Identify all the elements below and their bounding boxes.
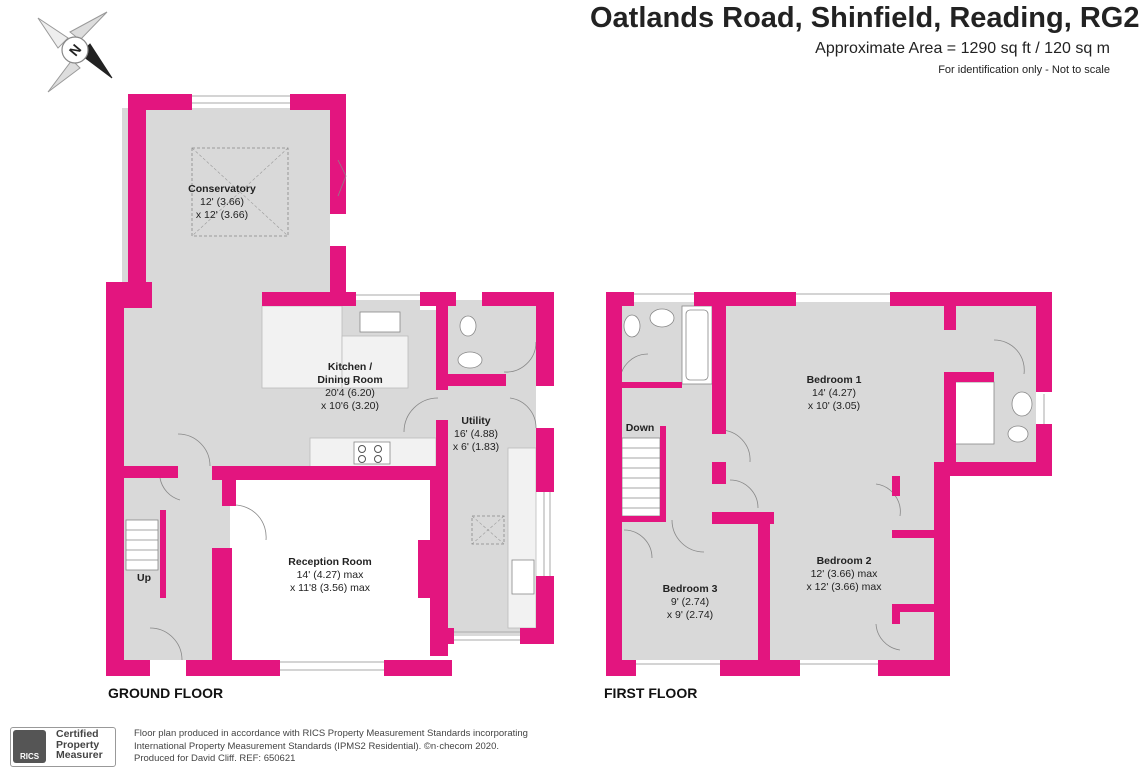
svg-text:Dining Room: Dining Room	[317, 374, 382, 386]
stairs-down-label: Down	[626, 422, 655, 434]
room-label-bedroom-2: Bedroom 2 12' (3.66) max x 12' (3.66) ma…	[807, 555, 883, 593]
room-label-bedroom-3: Bedroom 3 9' (2.74) x 9' (2.74)	[663, 583, 718, 621]
footer-line-2: International Property Measurement Stand…	[134, 740, 500, 752]
plan-title: Oatlands Road, Shinfield, Reading, RG2	[590, 2, 1139, 34]
footer-disclaimer: Floor plan produced in accordance with R…	[134, 728, 604, 766]
ground-floor-plan	[106, 94, 554, 676]
room-label-utility: Utility 16' (4.88) x 6' (1.83)	[453, 415, 499, 453]
disclaimer-note: For identification only - Not to scale	[938, 64, 1110, 76]
room-label-bedroom-1: Bedroom 1 14' (4.27) x 10' (3.05)	[807, 374, 862, 412]
cert-line-2: Property	[56, 738, 100, 751]
svg-text:x 12' (3.66): x 12' (3.66)	[196, 209, 248, 221]
svg-text:Bedroom 3: Bedroom 3	[663, 583, 718, 595]
svg-text:Reception Room: Reception Room	[288, 556, 371, 568]
svg-text:12' (3.66) max: 12' (3.66) max	[811, 568, 879, 580]
svg-text:x 11'8 (3.56) max: x 11'8 (3.56) max	[290, 582, 371, 594]
first-floor-plan	[606, 292, 1052, 676]
first-floor-label: FIRST FLOOR	[604, 685, 698, 701]
room-label-conservatory: Conservatory 12' (3.66) x 12' (3.66)	[188, 183, 256, 221]
cert-line-1: Certified	[56, 728, 99, 740]
certified-measurer-text: Certified Property Measurer	[56, 729, 114, 761]
svg-text:Kitchen /: Kitchen /	[328, 361, 372, 373]
svg-text:Utility: Utility	[461, 415, 490, 427]
rics-logo-text: RICS	[19, 752, 40, 761]
ground-floor-label: GROUND FLOOR	[108, 685, 224, 701]
svg-text:x 10' (3.05): x 10' (3.05)	[808, 400, 860, 412]
svg-text:x 9' (2.74): x 9' (2.74)	[667, 609, 713, 621]
svg-text:20'4 (6.20): 20'4 (6.20)	[325, 387, 375, 399]
svg-text:14' (4.27): 14' (4.27)	[812, 387, 856, 399]
footer-line-3: Produced for David Cliff. REF: 650621	[134, 753, 296, 764]
svg-text:Bedroom 2: Bedroom 2	[817, 555, 872, 567]
stairs-up-label: Up	[137, 572, 151, 584]
floor-plan-drawing: N	[37, 11, 1052, 676]
svg-text:x 6' (1.83): x 6' (1.83)	[453, 441, 499, 453]
rics-badge	[10, 727, 116, 767]
svg-text:14' (4.27) max: 14' (4.27) max	[297, 569, 365, 581]
footer-line-1: Floor plan produced in accordance with R…	[134, 728, 528, 739]
room-label-reception: Reception Room 14' (4.27) max x 11'8 (3.…	[288, 556, 371, 594]
compass-icon: N	[37, 11, 113, 93]
svg-text:9' (2.74): 9' (2.74)	[671, 596, 709, 608]
svg-text:Conservatory: Conservatory	[188, 183, 256, 195]
svg-text:16' (4.88): 16' (4.88)	[454, 428, 498, 440]
svg-text:Bedroom 1: Bedroom 1	[807, 374, 862, 386]
room-label-kitchen: Kitchen / Dining Room 20'4 (6.20) x 10'6…	[317, 361, 382, 412]
rics-logo-icon	[13, 730, 46, 763]
svg-text:x 10'6 (3.20): x 10'6 (3.20)	[321, 400, 379, 412]
svg-text:x 12' (3.66) max: x 12' (3.66) max	[807, 581, 883, 593]
approximate-area: Approximate Area = 1290 sq ft / 120 sq m	[815, 40, 1110, 57]
svg-text:12' (3.66): 12' (3.66)	[200, 196, 244, 208]
cert-line-3: Measurer	[56, 749, 103, 761]
